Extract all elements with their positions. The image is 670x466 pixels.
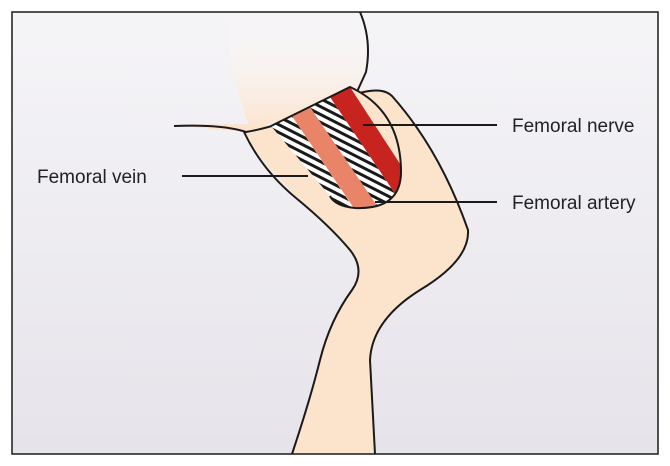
label-femoral-artery: Femoral artery xyxy=(512,193,636,214)
label-femoral-vein: Femoral vein xyxy=(37,167,147,188)
label-femoral-nerve: Femoral nerve xyxy=(512,116,635,137)
